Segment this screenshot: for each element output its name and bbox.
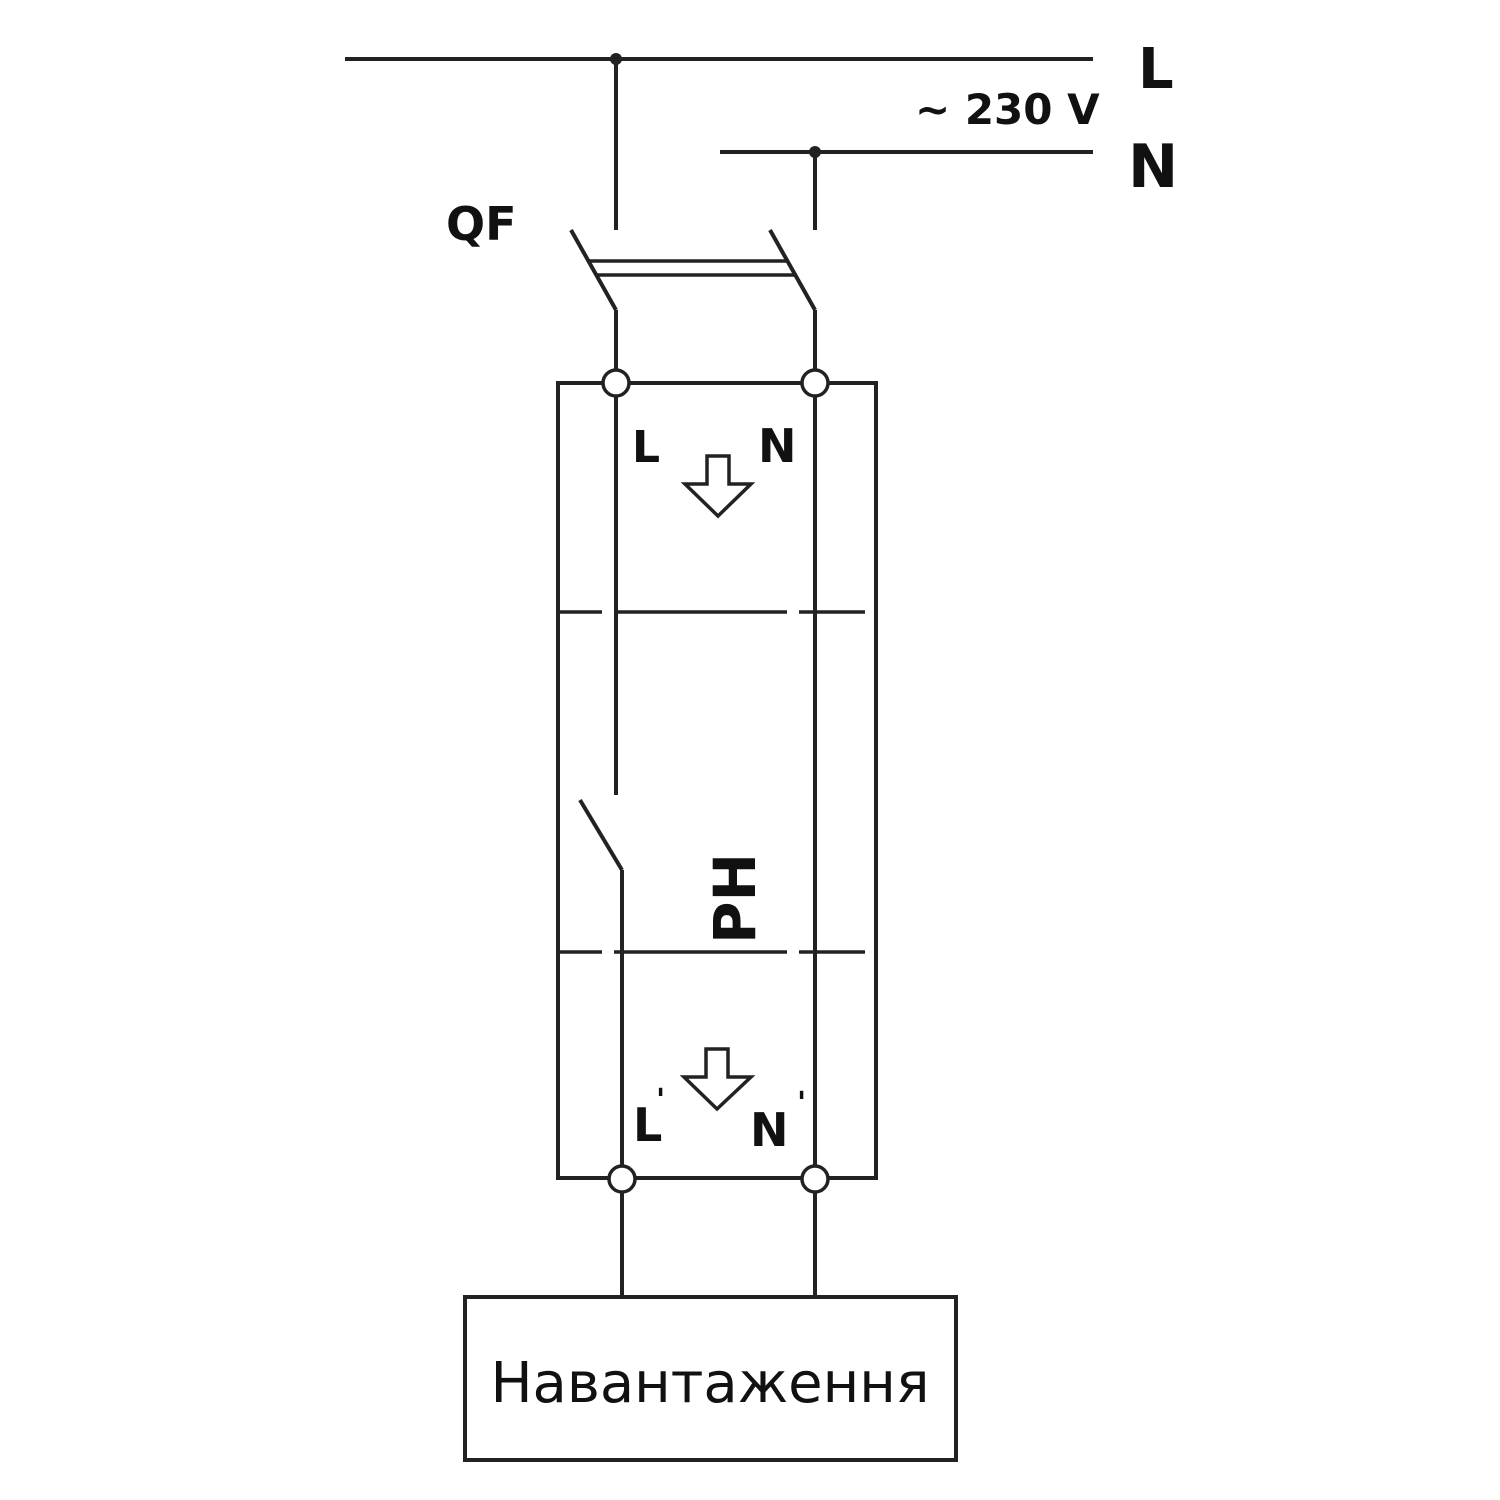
supply-neutral-label: N [1128, 132, 1178, 202]
device-output-n-label: N [750, 1103, 789, 1157]
input-arrow-icon [680, 454, 756, 519]
supply-phase-label: L [1138, 37, 1174, 102]
terminal-output-l [607, 1164, 637, 1194]
terminal-input-n [800, 368, 830, 398]
breaker-pole-phase [569, 229, 618, 311]
terminal-output-n [800, 1164, 830, 1194]
device-ph [556, 368, 878, 1194]
relay-contact [578, 798, 624, 872]
load-wires [620, 1192, 817, 1297]
breaker-pole-neutral [768, 229, 817, 311]
device-output-l-label: L [633, 1098, 662, 1152]
load-label: Навантаження [490, 1351, 929, 1416]
breaker-label: QF [446, 197, 517, 251]
device-frame [556, 381, 878, 1180]
device-label: PH [701, 853, 769, 944]
supply-lines [345, 53, 1093, 230]
output-arrow-icon [679, 1047, 756, 1112]
breaker-qf [569, 229, 817, 370]
device-output-l-prime: ' [656, 1083, 665, 1118]
load-box [463, 1295, 958, 1462]
device-input-n-label: N [758, 419, 797, 473]
device-input-l-label: L [632, 422, 660, 473]
supply-voltage-label: ~ 230 V [915, 85, 1100, 134]
device-output-n-prime: ' [797, 1086, 806, 1121]
terminal-input-l [601, 368, 631, 398]
